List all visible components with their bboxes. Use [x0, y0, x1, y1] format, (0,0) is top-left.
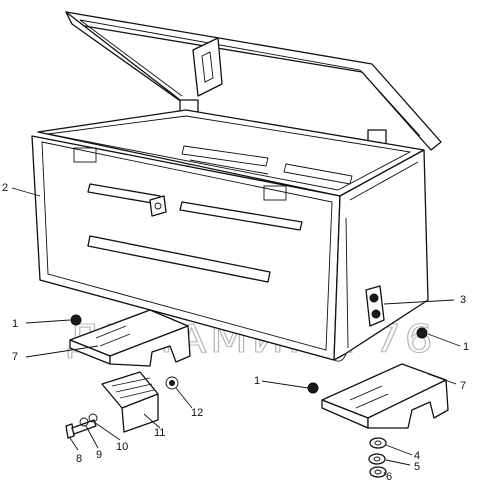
- label-part-6: 6: [386, 471, 392, 483]
- label-part-5: 5: [414, 461, 420, 473]
- label-part-9: 9: [96, 449, 102, 461]
- box-lid: [65, 11, 442, 151]
- label-part-1-left: 1: [12, 318, 18, 330]
- label-part-1-right: 1: [463, 341, 469, 353]
- label-part-7-left: 7: [12, 351, 18, 363]
- label-part-12: 12: [191, 407, 203, 419]
- right-bracket: [307, 327, 449, 429]
- label-part-10: 10: [116, 441, 128, 453]
- fasteners: [368, 437, 387, 478]
- label-part-8: 8: [76, 453, 82, 465]
- clamp-assembly: [65, 371, 179, 439]
- box-body: [31, 109, 429, 362]
- label-part-7-right: 7: [460, 380, 466, 392]
- label-part-1-bottom: 1: [254, 375, 260, 387]
- label-part-3: 3: [460, 294, 466, 306]
- label-part-11: 11: [154, 427, 165, 439]
- left-bracket: [69, 309, 191, 367]
- label-part-2: 2: [2, 182, 8, 194]
- part-labels: 2 1 7 3 1 1 7 12 11 10 9 8 4 5 6: [2, 182, 469, 483]
- leader-lines: [11, 187, 461, 476]
- label-part-4: 4: [414, 450, 420, 462]
